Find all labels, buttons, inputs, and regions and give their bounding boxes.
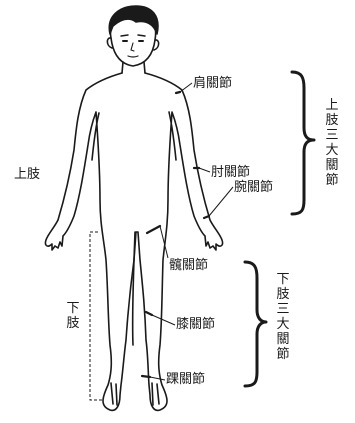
lower-limb-brace (245, 262, 266, 386)
hair (109, 6, 158, 34)
hip-joint-label: 髖關節 (169, 259, 208, 273)
knee-joint-label: 膝關節 (176, 318, 215, 332)
ankle-joint-label: 踝關節 (166, 373, 205, 387)
ankle-marker (142, 376, 150, 377)
knee-leader (152, 315, 175, 325)
lower-limb-label: 下肢 (66, 301, 80, 331)
shoulder-joint-label: 肩關節 (193, 77, 232, 91)
upper-limb-brace (292, 72, 314, 214)
shoulder-marker (176, 92, 180, 93)
elbow-leader (199, 168, 210, 172)
knee-marker (146, 312, 152, 315)
upper-limb-label: 上肢 (14, 168, 40, 182)
wrist-joint-label: 腕關節 (234, 181, 273, 195)
wrist-marker (204, 216, 209, 218)
shoulder-leader (180, 83, 192, 92)
lower-three-joints-label: 下肢三大關節 (276, 272, 290, 362)
upper-three-joints-label: 上肢三大關節 (325, 98, 339, 188)
ankle-leader (150, 377, 165, 380)
wrist-leader (209, 187, 233, 216)
lower-limb-dashed-bracket (90, 232, 103, 400)
hip-marker (147, 226, 160, 233)
elbow-joint-label: 肘關節 (211, 166, 250, 180)
